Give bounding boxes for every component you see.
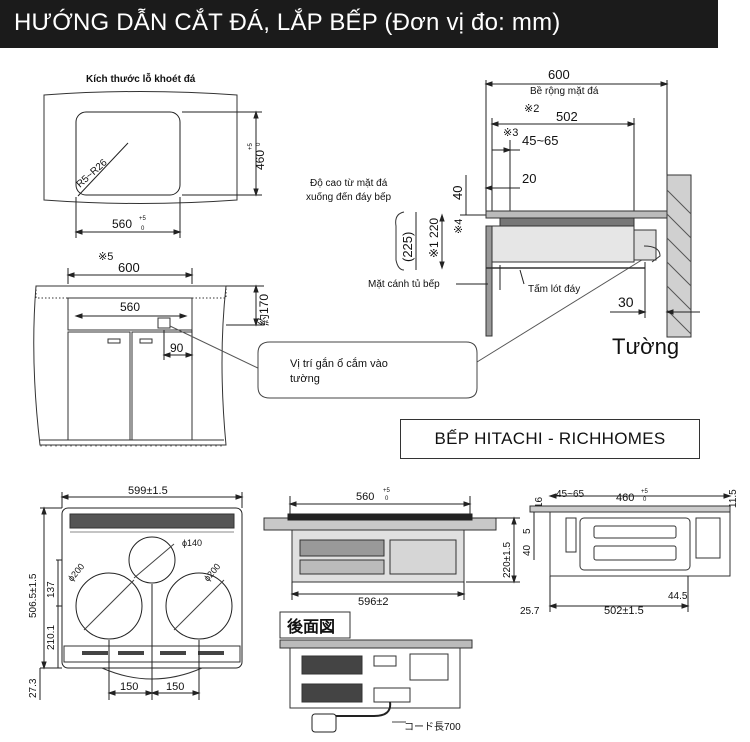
side-d44: 44.5 xyxy=(668,591,688,602)
wall-label: Tường xyxy=(612,334,679,359)
section-height-40: 40 xyxy=(450,186,465,200)
countertop-outline xyxy=(43,91,238,204)
section-height-220: ※1 220 xyxy=(427,218,441,258)
rear-body xyxy=(289,647,461,709)
callout-line1: Vị trí gắn ổ cắm vào xyxy=(290,357,388,370)
side-depth-tol-low: 0 xyxy=(643,497,647,503)
page-title: HƯỚNG DẪN CẮT ĐÁ, LẮP BẾP (Đơn vị đo: mm… xyxy=(14,9,561,36)
section-width-502: 502 xyxy=(556,109,578,124)
top-dim-27: 27.3 xyxy=(28,678,39,698)
rear-vent-bottom xyxy=(301,683,363,703)
section-label-height-1: Độ cao từ mặt đá xyxy=(310,178,388,189)
radius-label: R5~R26 xyxy=(75,157,110,190)
section-cooktop-body xyxy=(491,225,635,263)
front-view-diagram: 560 +5 0 596±2 220±1.5 xyxy=(263,488,520,608)
section-height-225: (225) xyxy=(400,232,415,262)
cabinet-top-width: 600 xyxy=(118,260,140,275)
cabinet-opening xyxy=(67,297,193,331)
side-body xyxy=(549,511,731,577)
section-countertop xyxy=(485,210,668,219)
top-view-diagram: 599±1.5 ϕ140 ϕ200 ϕ200 506.5±1.5 13 xyxy=(28,485,244,700)
top-spacing-right: 150 xyxy=(166,681,184,693)
top-spacing-left: 150 xyxy=(120,681,138,693)
cabinet-note-mark: ※5 xyxy=(98,251,113,263)
cabinet-door-left xyxy=(67,331,131,441)
section-mark3: ※3 xyxy=(503,127,518,139)
side-depth: 460 xyxy=(616,492,634,504)
cutout-caption: Kích thước lỗ khoét đá xyxy=(86,72,196,85)
front-bottom-width: 596±2 xyxy=(358,596,389,608)
section-mark4: ※4 xyxy=(453,219,465,234)
rear-countertop xyxy=(279,639,473,649)
brand-label: BẾP HITACHI - RICHHOMES xyxy=(434,429,666,448)
outlet-icon xyxy=(157,317,171,329)
cabinet-body xyxy=(33,285,227,446)
cutout-width: 560 xyxy=(112,217,132,231)
section-label-front: Mặt cánh tủ bếp xyxy=(368,278,440,290)
front-top-tol-low: 0 xyxy=(385,496,389,502)
top-d140: ϕ140 xyxy=(182,538,202,548)
top-dim-137: 137 xyxy=(46,581,57,598)
cutout-depth-tol: +5 xyxy=(248,142,254,150)
rear-cord-length: コード長700 xyxy=(404,721,461,733)
rear-title: 後面図 xyxy=(287,617,335,636)
side-range: 45~65 xyxy=(556,489,585,500)
rear-vent-top xyxy=(301,655,363,675)
section-width-600: 600 xyxy=(548,67,570,82)
front-glass xyxy=(287,513,473,521)
front-top-tol: +5 xyxy=(383,488,391,494)
brand-box: BẾP HITACHI - RICHHOMES xyxy=(400,419,700,459)
section-width-caption: Bề rộng mặt đá xyxy=(530,85,599,97)
side-d25: 25.7 xyxy=(520,606,540,617)
cabinet-countertop xyxy=(35,285,227,299)
side-d502: 502±1.5 xyxy=(604,605,644,617)
front-height: 220±1.5 xyxy=(502,541,513,578)
cabinet-inner-width: 560 xyxy=(120,300,140,314)
cutout-diagram: Kích thước lỗ khoét đá R5~R26 560 +5 0 4… xyxy=(43,72,267,238)
top-depth: 506.5±1.5 xyxy=(28,573,39,618)
outlet-offset: 90 xyxy=(170,341,184,355)
cabinet-depth-label: 約170 xyxy=(256,294,271,326)
cutout-width-tol-low: 0 xyxy=(141,226,145,232)
side-d5: 5 xyxy=(522,528,533,534)
side-d11: 11.5 xyxy=(728,489,739,508)
side-depth-tol: +5 xyxy=(641,489,649,495)
section-range: 45~65 xyxy=(522,133,559,148)
rear-view-diagram: 後面図 コード長700 xyxy=(279,611,473,733)
top-dim-210: 210.1 xyxy=(46,625,57,650)
outlet-callout xyxy=(257,341,478,399)
section-mark2: ※2 xyxy=(524,103,539,115)
cutout-depth: 460 xyxy=(253,150,267,170)
side-view-diagram: 45~65 460 +5 0 16 11.5 5 40 502±1.5 44.5… xyxy=(520,489,739,617)
front-top-width: 560 xyxy=(356,491,374,503)
cutout-depth-tol-low: 0 xyxy=(256,142,262,146)
burner-left xyxy=(75,572,143,640)
side-countertop xyxy=(529,505,731,513)
radius-leader xyxy=(77,142,129,197)
section-offset-20: 20 xyxy=(522,171,536,186)
cutout-width-tol: +5 xyxy=(139,216,147,222)
header-bar: HƯỚNG DẪN CẮT ĐÁ, LẮP BẾP (Đơn vị đo: mm… xyxy=(0,0,718,48)
vent-grille xyxy=(69,513,235,529)
side-d40: 40 xyxy=(522,544,533,556)
rear-title-box xyxy=(279,611,351,639)
burner-center xyxy=(128,536,176,584)
top-d200-left: ϕ200 xyxy=(66,561,87,583)
side-d16: 16 xyxy=(534,496,545,508)
power-plug-icon xyxy=(311,713,337,733)
section-wall-gap: 30 xyxy=(618,294,634,310)
top-width: 599±1.5 xyxy=(128,485,168,497)
section-label-height-2: xuống đến đáy bếp xyxy=(306,191,392,203)
burner-right xyxy=(165,572,233,640)
callout-line2: tường xyxy=(290,373,320,385)
section-diagram: 600 Bề rộng mặt đá ※2 502 ※3 45~65 20 Độ… xyxy=(306,67,700,359)
cutout-hole xyxy=(75,111,181,196)
cabinet-diagram: ※5 600 560 約170 90 xyxy=(33,251,646,447)
section-label-bottom: Tấm lót đáy xyxy=(528,283,580,295)
